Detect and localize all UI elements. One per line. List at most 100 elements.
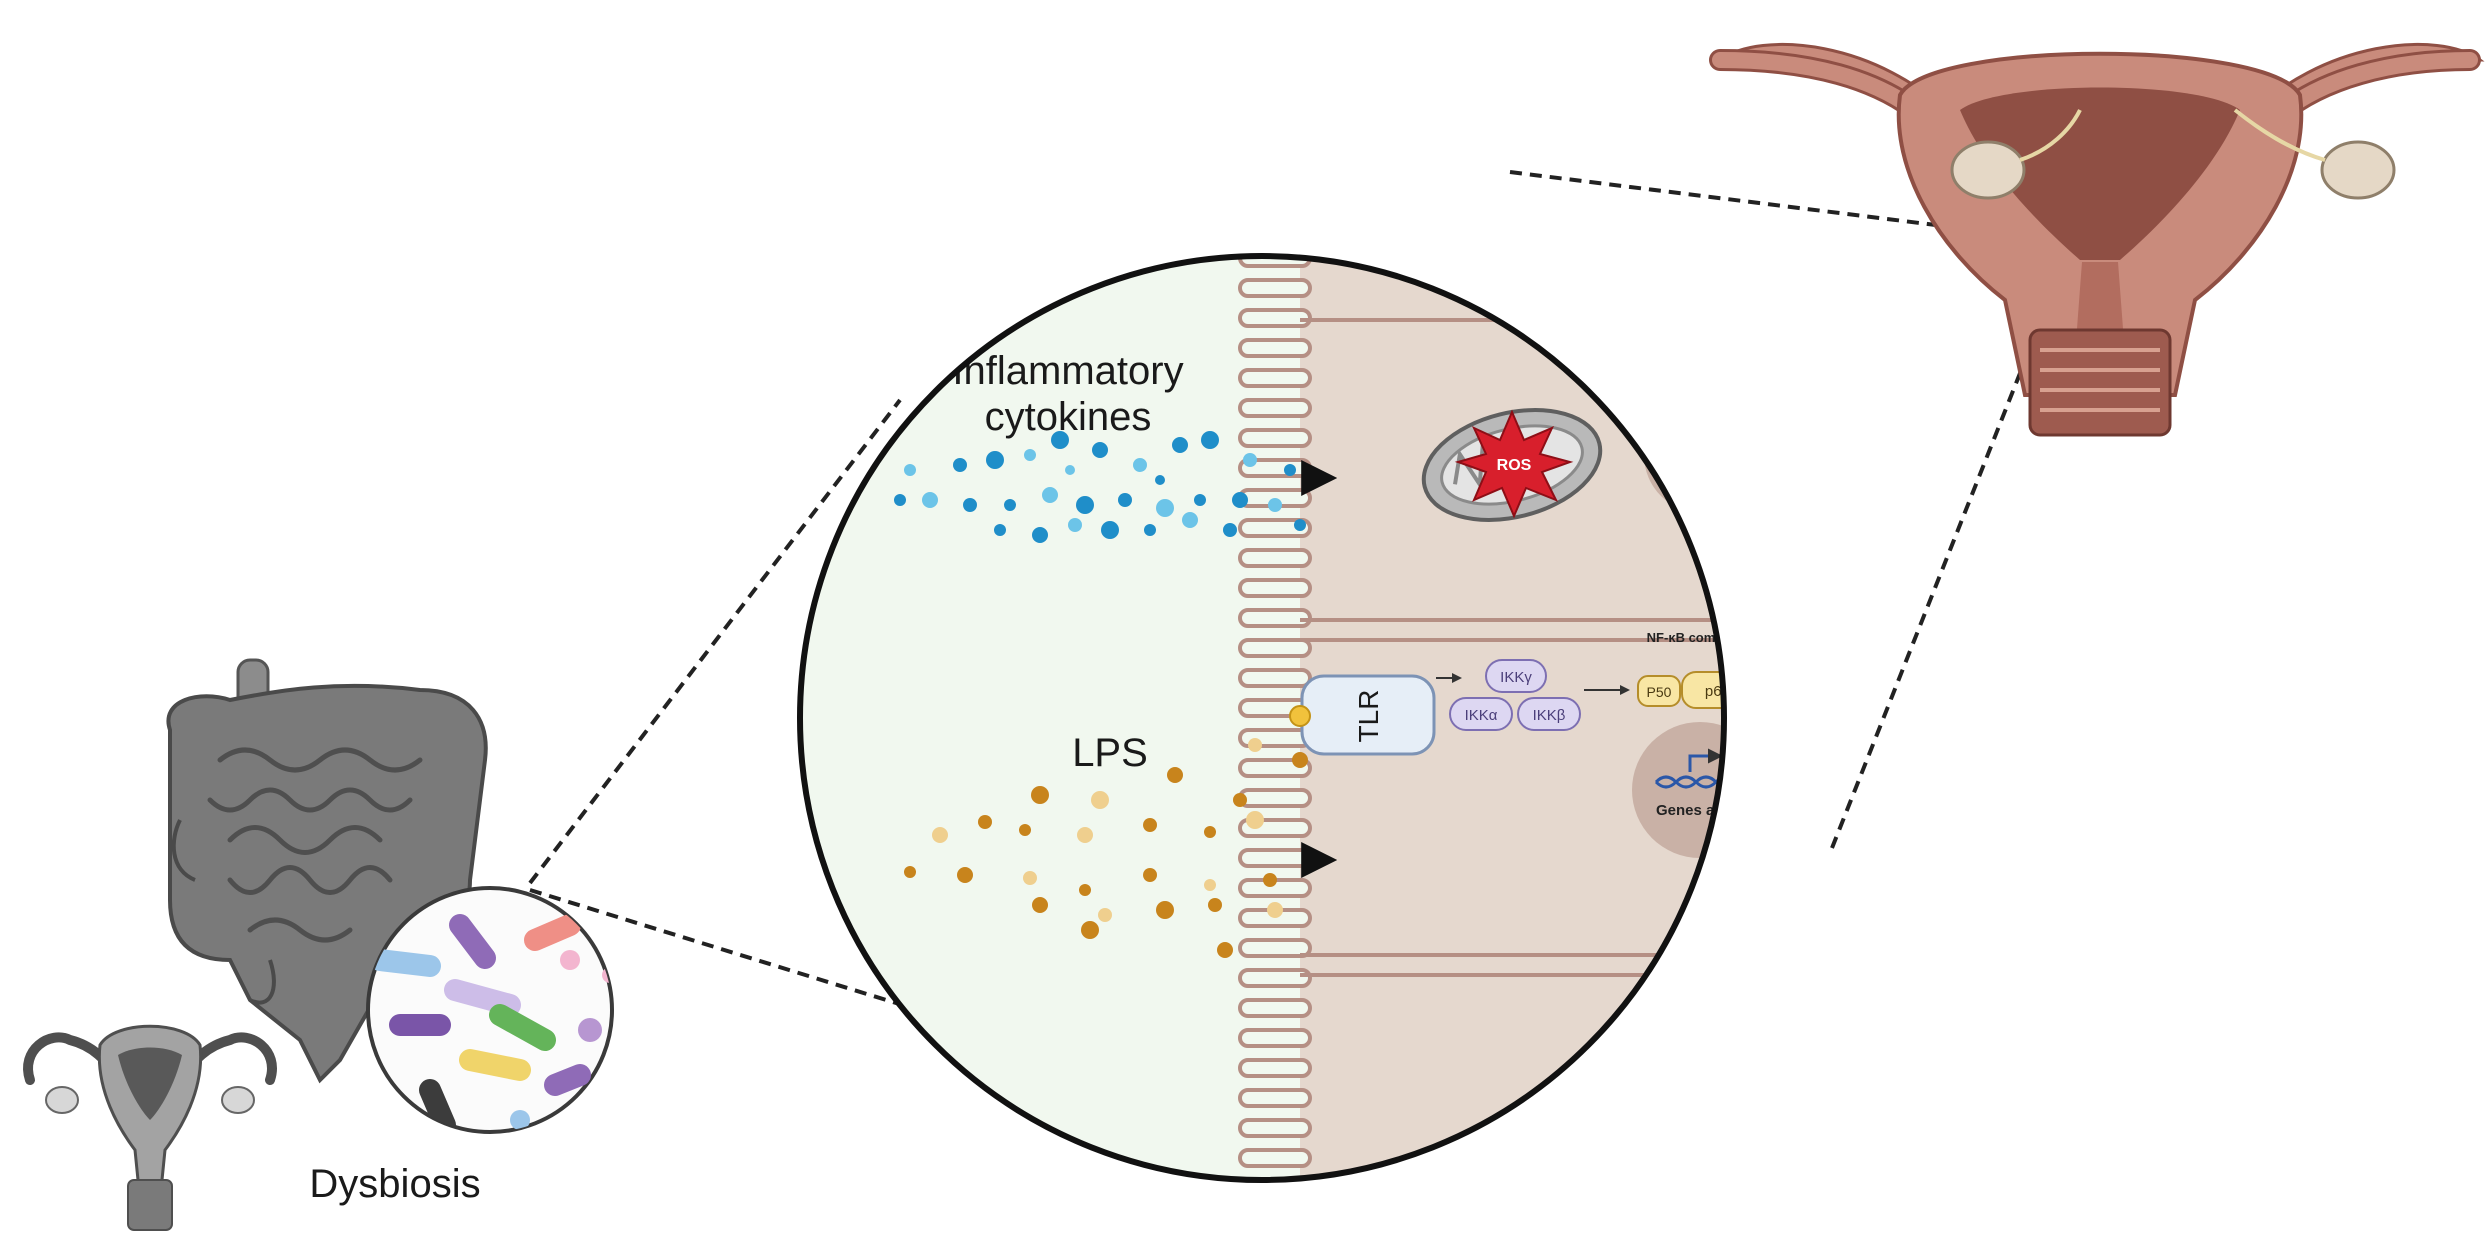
microvillus: [1238, 668, 1312, 688]
lps-particle: [1167, 767, 1183, 783]
ikk-beta-label: IKKβ: [1533, 707, 1566, 724]
ikk-beta-pill: [1517, 697, 1581, 731]
nucleus-upper: [1644, 397, 1724, 513]
dysbiosis-label: Dysbiosis: [309, 1162, 480, 1206]
lps-particle: [1156, 901, 1174, 919]
lps-particle: [1079, 884, 1091, 896]
lps-particle: [1031, 786, 1049, 804]
microvillus: [1238, 938, 1312, 958]
cytokine-particle: [1042, 487, 1058, 503]
microvillus: [1238, 638, 1312, 658]
lps-particle: [1217, 942, 1233, 958]
cytokine-particle: [1243, 453, 1257, 467]
microvillus: [1240, 220, 1310, 236]
magnified-view: ROS TLR IKKγ IKKα IKKβ NF-κB complex P50…: [800, 190, 1769, 1180]
cytokine-particle: [1101, 521, 1119, 539]
ikk-gamma-label: IKKγ: [1500, 669, 1532, 686]
cytokine-particle: [894, 494, 906, 506]
cytokine-particle: [986, 451, 1004, 469]
microvillus: [1238, 1028, 1312, 1048]
lps-particle: [1233, 793, 1247, 807]
nucleus-middle: [1632, 722, 1724, 858]
cytokine-particle: [1194, 494, 1206, 506]
lps-particle: [1263, 873, 1277, 887]
microvillus: [1238, 758, 1312, 778]
uterus-icon: [1709, 43, 2485, 437]
microvillus: [1238, 368, 1312, 388]
lps-particle: [1208, 898, 1222, 912]
ikk-complex: IKKγ IKKα IKKβ: [1436, 659, 1630, 731]
nfkb-complex: NF-κB complex P50 p65/c-Rel: [1637, 630, 1769, 709]
microvillus: [1238, 788, 1312, 808]
tlr-receptor-icon: TLR: [1289, 674, 1436, 756]
cytokine-particle: [1144, 524, 1156, 536]
cytokine-particle: [1223, 523, 1237, 537]
cytokine-particle: [1032, 527, 1048, 543]
microvillus: [1238, 518, 1312, 538]
lps-particle: [1091, 791, 1109, 809]
lps-particle: [1204, 826, 1216, 838]
intestine-icon: [166, 658, 488, 1084]
cytokine-particle: [994, 524, 1006, 536]
lps-particle: [1292, 752, 1308, 768]
microvillus: [1238, 338, 1312, 358]
cytokine-particle: [1068, 518, 1082, 532]
cytokine-particle: [1076, 496, 1094, 514]
lps-particle: [1098, 908, 1112, 922]
cytokine-particle: [1182, 512, 1198, 528]
cytokine-particle: [1051, 431, 1069, 449]
p50-pill: [1637, 675, 1681, 707]
cytokine-particle: [1024, 449, 1036, 461]
ros-star-icon: ROS: [1454, 409, 1574, 519]
lps-particle: [904, 866, 916, 878]
microvillus: [1238, 1088, 1312, 1108]
lps-particle: [957, 867, 973, 883]
microvillus: [1238, 398, 1312, 418]
cytokine-particle: [904, 464, 916, 476]
cytokine-particle: [1118, 493, 1132, 507]
lps-particle: [1023, 871, 1037, 885]
nfkb-complex-label: NF-κB complex: [1647, 630, 1742, 645]
ikk-alpha-label: IKKα: [1465, 707, 1498, 724]
microvillus: [1238, 1058, 1312, 1078]
microvillus: [1238, 578, 1312, 598]
microvillus: [1238, 1118, 1312, 1138]
microvilli: [1238, 190, 1312, 1180]
lps-particle: [1081, 921, 1099, 939]
lps-particle: [1143, 818, 1157, 832]
microvillus: [1238, 428, 1312, 448]
cytokine-particle: [1092, 442, 1108, 458]
lps-particle: [932, 827, 948, 843]
microvillus: [1240, 190, 1310, 206]
p65-label: p65/c-Rel: [1705, 683, 1769, 700]
cytokine-particles: [894, 431, 1306, 543]
inflammatory-label-line2: cytokines: [985, 395, 1152, 439]
cytokine-particle: [1172, 437, 1188, 453]
lps-particle: [1248, 738, 1262, 752]
microvillus: [1238, 608, 1312, 628]
ros-label: ROS: [1497, 457, 1532, 474]
microvillus: [1238, 968, 1312, 988]
lps-particle: [1077, 827, 1093, 843]
lps-particle: [1019, 824, 1031, 836]
microvillus: [1238, 278, 1312, 298]
cytokine-particle: [1268, 498, 1282, 512]
lps-particle: [978, 815, 992, 829]
cytokine-particle: [1004, 499, 1016, 511]
cytokine-particle: [1065, 465, 1075, 475]
lps-particle: [1143, 868, 1157, 882]
lps-particle: [1032, 897, 1048, 913]
small-uterus-icon: [23, 1024, 277, 1231]
p65-pill: [1681, 671, 1724, 709]
nucleus-lower: [1643, 1023, 1724, 1147]
lps-particle: [1204, 879, 1216, 891]
inflammatory-label-line1: Inflammatory: [952, 349, 1183, 393]
lps-particle: [1246, 811, 1264, 829]
lps-particles: [904, 738, 1308, 958]
microvillus: [1238, 1148, 1312, 1168]
ikk-gamma-pill: [1485, 659, 1547, 693]
ikk-alpha-pill: [1449, 697, 1513, 731]
cytokine-particle: [1201, 431, 1219, 449]
lps-particle: [1267, 902, 1283, 918]
